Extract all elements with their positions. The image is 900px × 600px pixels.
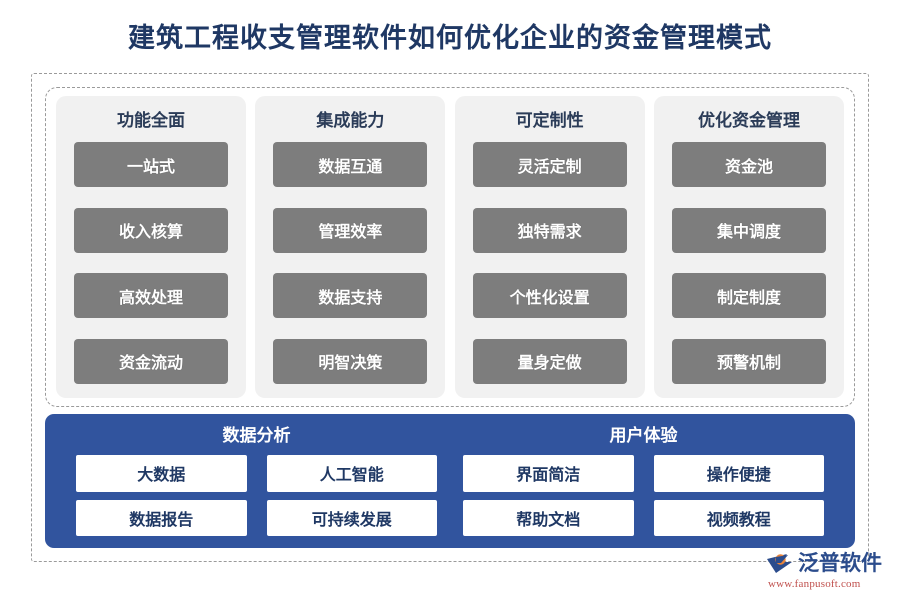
- column-items: 灵活定制 独特需求 个性化设置 量身定做: [472, 140, 627, 384]
- feature-chip[interactable]: 制定制度: [671, 273, 826, 319]
- column-title: 集成能力: [316, 111, 385, 130]
- blue-chip[interactable]: 帮助文档: [463, 499, 634, 536]
- column-items: 数据互通 管理效率 数据支持 明智决策: [273, 140, 428, 384]
- feature-chip[interactable]: 明智决策: [273, 338, 428, 384]
- column-title: 功能全面: [117, 111, 185, 130]
- blue-chip[interactable]: 可持续发展: [266, 499, 437, 536]
- blue-group-title: 数据分析: [222, 426, 291, 445]
- blue-panel: 数据分析 大数据 人工智能 数据报告 可持续发展 用户体验 界面简洁 操作便捷 …: [45, 414, 855, 548]
- feature-chip[interactable]: 收入核算: [74, 207, 228, 253]
- feature-chip[interactable]: 量身定做: [472, 338, 627, 384]
- blue-chip[interactable]: 大数据: [76, 455, 247, 492]
- feature-chip[interactable]: 资金流动: [74, 338, 228, 384]
- feature-column-customizability: 可定制性 灵活定制 独特需求 个性化设置 量身定做: [454, 96, 645, 398]
- blue-group-title: 用户体验: [609, 426, 678, 445]
- column-title: 优化资金管理: [697, 111, 800, 130]
- feature-chip[interactable]: 数据支持: [273, 273, 428, 319]
- blue-chip[interactable]: 操作便捷: [653, 455, 824, 492]
- feature-column-fund-management: 优化资金管理 资金池 集中调度 制定制度 预警机制: [653, 96, 844, 398]
- feature-column-functionality: 功能全面 一站式 收入核算 高效处理 资金流动: [56, 96, 246, 398]
- page-title: 建筑工程收支管理软件如何优化企业的资金管理模式: [128, 23, 772, 53]
- blue-chip[interactable]: 界面简洁: [463, 455, 634, 492]
- column-items: 资金池 集中调度 制定制度 预警机制: [671, 140, 826, 384]
- feature-chip[interactable]: 资金池: [671, 142, 826, 187]
- feature-chip[interactable]: 高效处理: [74, 273, 228, 319]
- outer-dashed-frame: [31, 73, 869, 562]
- blue-chip[interactable]: 数据报告: [76, 499, 247, 536]
- feature-chip[interactable]: 预警机制: [671, 338, 826, 384]
- feature-chip[interactable]: 灵活定制: [472, 142, 627, 187]
- feature-column-integration: 集成能力 数据互通 管理效率 数据支持 明智决策: [255, 96, 446, 398]
- blue-group-data-analysis: 数据分析 大数据 人工智能 数据报告 可持续发展: [63, 422, 450, 536]
- blue-chip[interactable]: 视频教程: [653, 499, 824, 536]
- blue-group-items: 大数据 人工智能 数据报告 可持续发展: [63, 452, 450, 536]
- feature-chip[interactable]: 独特需求: [472, 207, 627, 253]
- blue-chip[interactable]: 人工智能: [266, 455, 437, 492]
- feature-chip[interactable]: 个性化设置: [472, 273, 627, 319]
- column-items: 一站式 收入核算 高效处理 资金流动: [74, 140, 228, 384]
- feature-chip[interactable]: 数据互通: [273, 142, 428, 187]
- features-dashed-frame: 功能全面 一站式 收入核算 高效处理 资金流动 集成能力 数据互通 管理效率 数…: [45, 87, 855, 407]
- feature-chip[interactable]: 集中调度: [671, 207, 826, 253]
- blue-group-items: 界面简洁 操作便捷 帮助文档 视频教程: [450, 452, 837, 536]
- feature-chip[interactable]: 管理效率: [273, 207, 428, 253]
- blue-group-user-experience: 用户体验 界面简洁 操作便捷 帮助文档 视频教程: [450, 422, 837, 536]
- column-title: 可定制性: [515, 111, 584, 130]
- feature-chip[interactable]: 一站式: [74, 142, 228, 187]
- watermark-url: www.fanpusoft.com: [768, 578, 861, 590]
